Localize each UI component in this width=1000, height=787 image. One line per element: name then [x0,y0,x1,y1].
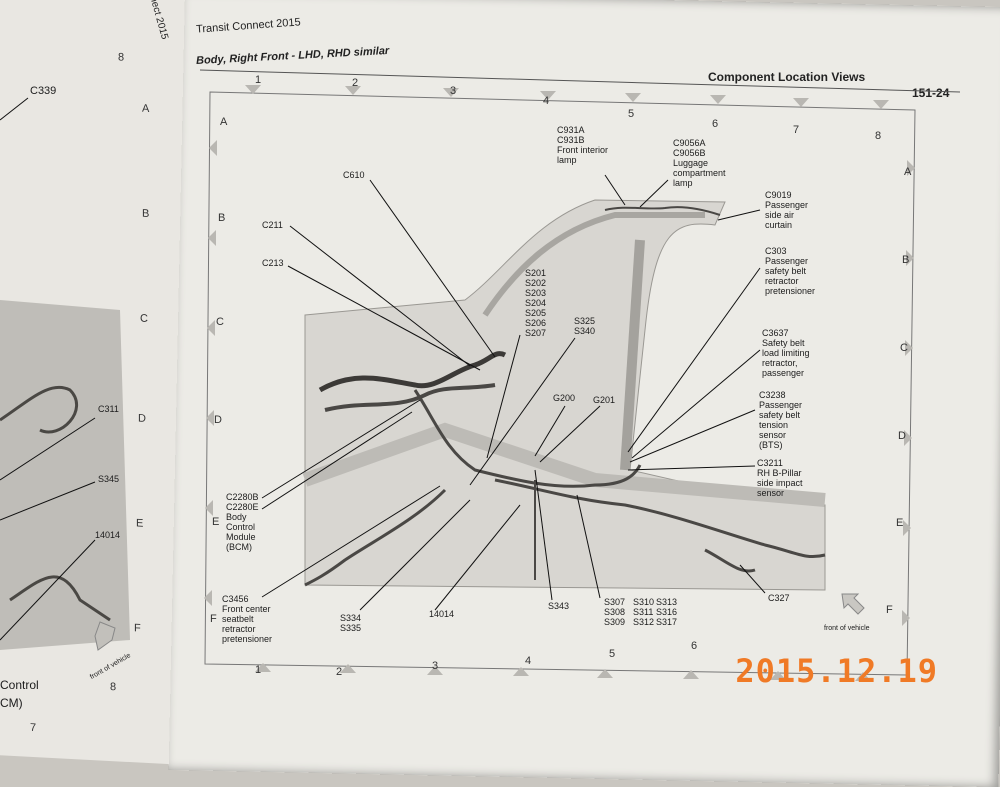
callout-c211: C211 [262,220,283,230]
section-title: Component Location Views [708,70,866,84]
col-2-bottom: 2 [336,666,343,678]
col-6-bottom: 6 [691,640,698,652]
row-b-left: B [218,212,226,224]
callout-c9056: C9056A C9056B Luggage compartment lamp [673,138,726,188]
callout-c3238: C3238 Passenger safety belt tension sens… [759,390,803,450]
page-number: 151-24 [912,86,950,100]
left-label-control: Control [0,678,39,692]
row-f-left: F [210,613,217,625]
date-stamp: 2015.12.19 [735,652,938,690]
diagram-frame [204,85,916,681]
callout-s310-s312: S310 S311 S312 [633,597,655,627]
row-a-right: A [904,166,912,178]
left-label-cm: CM) [0,696,23,710]
callout-c213: C213 [262,258,284,268]
callout-c303: C303 Passenger safety belt retractor pre… [765,246,816,296]
left-diagram [0,97,130,651]
vehicle-illustration [302,199,826,591]
row-d-left: D [214,414,222,426]
callout-g201: G201 [593,395,616,405]
front-arrow-icon [841,593,865,615]
row-e-left: E [212,516,220,528]
callout-s313-s317: S313 S316 S317 [656,597,678,627]
col-3-bottom: 3 [432,660,439,672]
callout-s201-s207: S201 S202 S203 S204 S205 S206 S207 [525,268,547,338]
callout-g200: G200 [553,393,576,403]
callout-c9019: C9019 Passenger side air curtain [765,190,809,230]
col-7-top: 7 [793,124,800,136]
leader-lines [261,174,766,611]
row-e-right: E [896,517,904,529]
callout-c610: C610 [343,170,365,180]
row-c-right: C [900,342,908,354]
col-3-top: 3 [450,85,457,97]
row-d-right: D [898,430,906,442]
header-rule [200,69,961,93]
col-1-top: 1 [255,74,262,86]
col-5-top: 5 [628,108,635,120]
row-a-left: A [220,116,228,128]
row-f-right: F [886,604,893,616]
callout-c3456: C3456 Front center seatbelt retractor pr… [222,594,273,644]
col-4-bottom: 4 [525,655,532,667]
col-6-top: 6 [712,118,719,130]
callout-s343: S343 [548,601,570,611]
col-4-top: 4 [543,95,550,107]
callout-c3211: C3211 RH B-Pillar side impact sensor [757,458,803,498]
col-5-bottom: 5 [609,648,616,660]
col-8-top: 8 [875,130,882,142]
front-of-vehicle-label: front of vehicle [824,625,870,632]
callout-s307-s309: S307 S308 S309 [604,597,626,627]
callout-c3637: C3637 Safety belt load limiting retracto… [762,328,810,378]
callout-c2280: C2280B C2280E Body Control Module (BCM) [226,492,259,552]
left-label-c311: C311 [98,404,119,414]
row-b-right: B [902,254,910,266]
callout-c327: C327 [768,593,790,603]
col-1-bottom: 1 [255,664,262,676]
callout-14014: 14014 [429,609,455,619]
callout-s334-s335: S334 S335 [340,613,362,633]
col-2-top: 2 [352,77,359,89]
left-label-14014: 14014 [95,530,121,540]
left-label-s345: S345 [98,474,120,484]
callout-c931: C931A C931B Front interior lamp [557,125,609,165]
row-c-left: C [216,316,224,328]
left-label-c339: C339 [30,85,57,97]
callout-s325-s340: S325 S340 [574,316,596,336]
